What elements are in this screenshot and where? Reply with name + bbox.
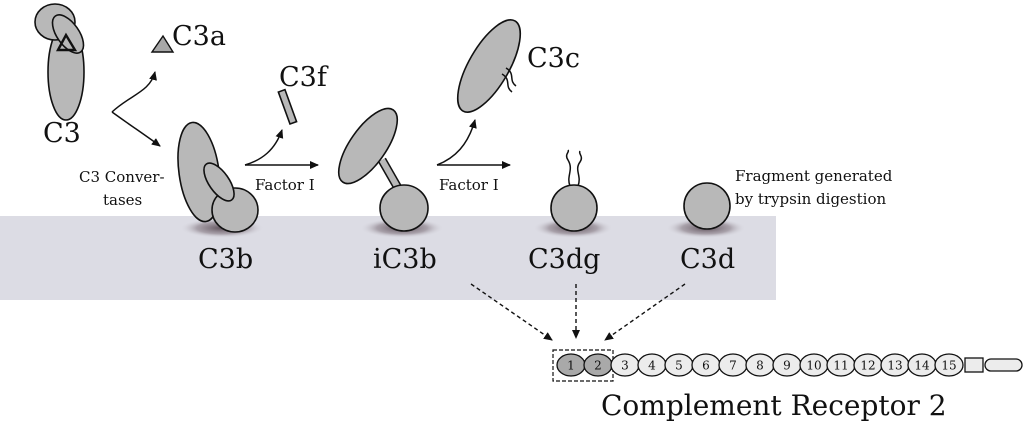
receptor-domain-label-14: 14 bbox=[914, 359, 930, 373]
receptor-domain-label-11: 11 bbox=[833, 359, 848, 373]
fragment-note-line1: Fragment generated bbox=[735, 167, 893, 185]
convertases-label-line1: C3 Conver- bbox=[79, 168, 165, 186]
c3d-molecule bbox=[683, 182, 731, 230]
c3a-label: C3a bbox=[172, 21, 226, 52]
receptor-domain-label-5: 5 bbox=[675, 359, 683, 373]
receptor-domain-label-13: 13 bbox=[887, 359, 902, 373]
receptor-domain-label-15: 15 bbox=[941, 359, 956, 373]
receptor-domain-label-1: 1 bbox=[567, 359, 575, 373]
ic3b-label: iC3b bbox=[373, 244, 437, 275]
c3f-fragment bbox=[277, 88, 298, 126]
c3dg-molecule bbox=[550, 149, 598, 232]
c3dg-label: C3dg bbox=[528, 244, 600, 275]
receptor-title: Complement Receptor 2 bbox=[601, 389, 947, 422]
c3-molecule bbox=[34, 3, 85, 121]
receptor-domain-label-3: 3 bbox=[621, 359, 629, 373]
fragment-note-line2: by trypsin digestion bbox=[735, 190, 886, 208]
c3-label: C3 bbox=[43, 118, 81, 149]
cytoplasmic-tail bbox=[984, 358, 1023, 372]
receptor-domain-15 bbox=[934, 353, 964, 377]
arrow-to-c3a bbox=[111, 71, 157, 113]
transmembrane-domain bbox=[964, 357, 984, 373]
arrow-to-c3b bbox=[111, 111, 161, 147]
c3c-fragment bbox=[456, 19, 522, 113]
convertases-label-line2: tases bbox=[103, 191, 142, 209]
factor-i-label-1: Factor I bbox=[255, 176, 315, 194]
receptor-domain-label-4: 4 bbox=[648, 359, 656, 373]
dashed-arrow-ic3b bbox=[470, 283, 553, 341]
receptor-domain-label-6: 6 bbox=[702, 359, 710, 373]
arrow-to-c3f bbox=[244, 129, 284, 166]
receptor-domain-label-12: 12 bbox=[860, 359, 875, 373]
c3c-label: C3c bbox=[527, 43, 580, 74]
ic3b-molecule bbox=[337, 107, 429, 232]
c3b-molecule bbox=[177, 121, 259, 233]
dashed-arrow-c3d bbox=[604, 283, 686, 341]
arrow-to-c3c bbox=[436, 119, 477, 166]
factor-i-label-2: Factor I bbox=[439, 176, 499, 194]
receptor-domain-label-10: 10 bbox=[806, 359, 821, 373]
c3d-label: C3d bbox=[680, 244, 735, 275]
receptor-domain-label-7: 7 bbox=[729, 359, 737, 373]
c3b-label: C3b bbox=[198, 244, 253, 275]
receptor-domain-label-2: 2 bbox=[594, 359, 602, 373]
c3a-triangle bbox=[150, 34, 175, 53]
c3f-label: C3f bbox=[279, 62, 329, 93]
receptor-domain-label-9: 9 bbox=[783, 359, 791, 373]
receptor-domain-label-8: 8 bbox=[756, 359, 764, 373]
